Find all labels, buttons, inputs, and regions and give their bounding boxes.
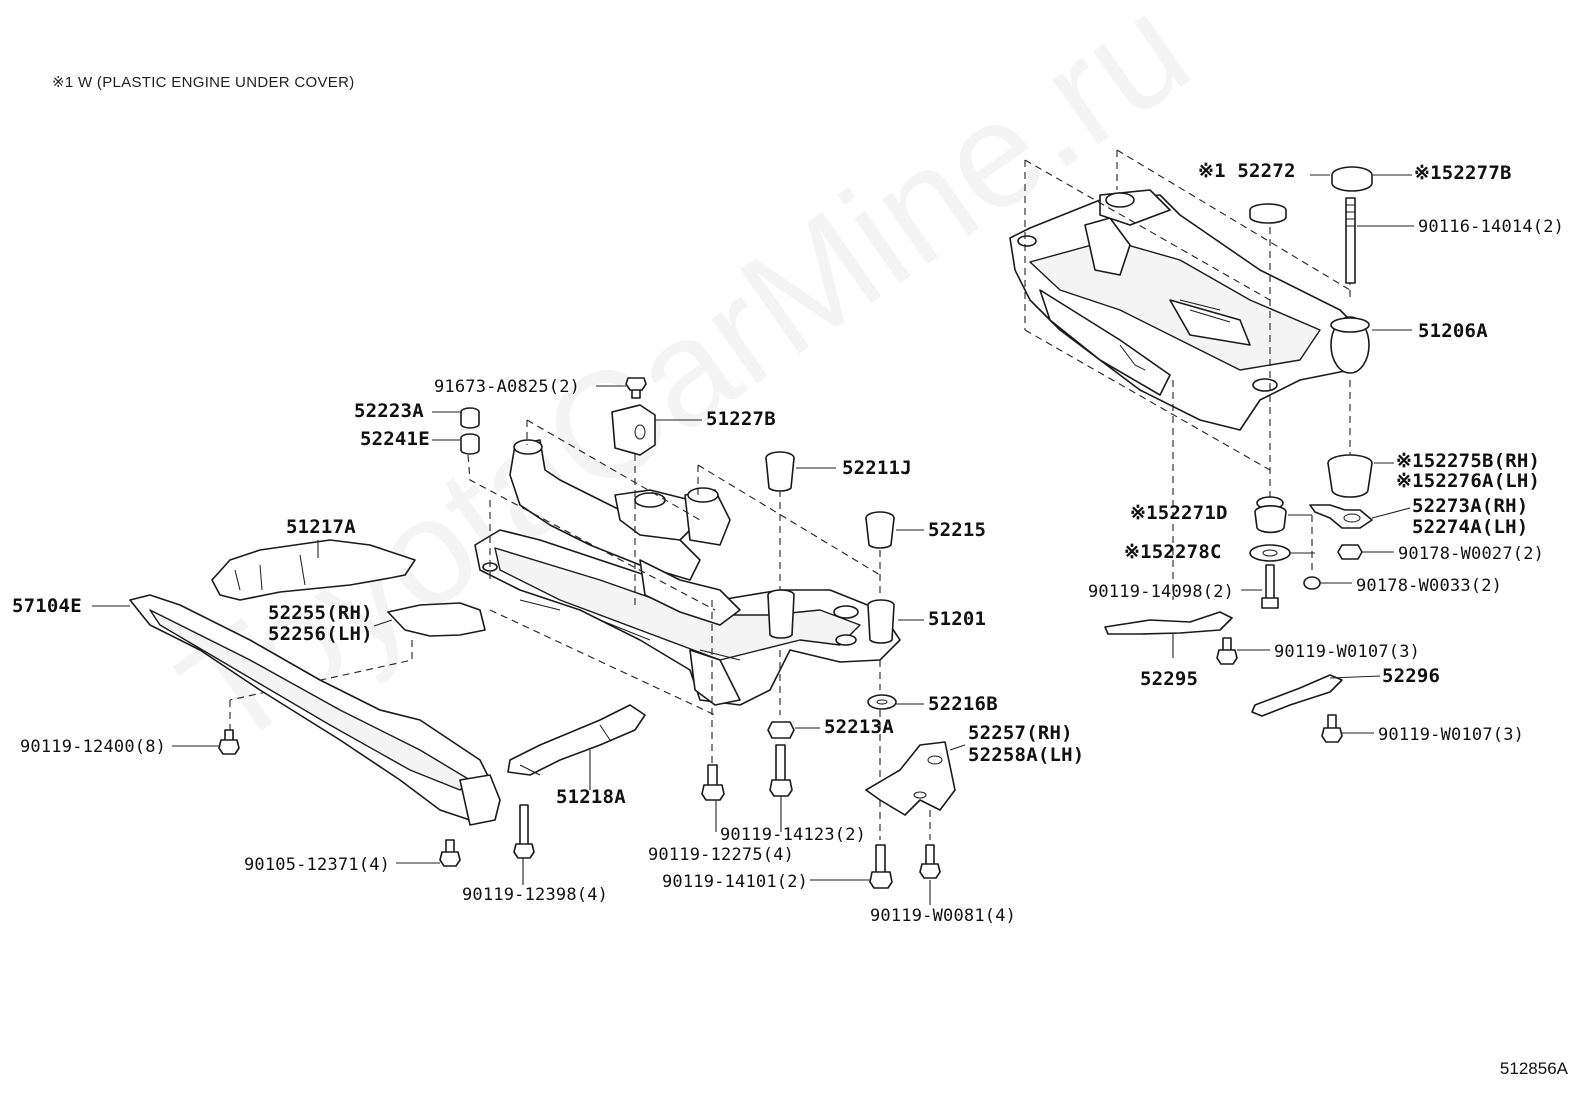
label-90119-12400: 90119-12400(8) bbox=[20, 737, 167, 757]
bracket-51227B bbox=[611, 404, 656, 456]
part-52273A-52274A bbox=[1309, 504, 1373, 529]
label-51217A: 51217A bbox=[286, 516, 356, 538]
brace-51218A bbox=[507, 704, 646, 776]
label-51206A: 51206A bbox=[1418, 320, 1488, 342]
bolt-90119-12400 bbox=[218, 729, 240, 755]
label-51227B: 51227B bbox=[706, 408, 776, 430]
label-57104E: 57104E bbox=[12, 595, 82, 617]
brace-52296 bbox=[1251, 674, 1343, 717]
label-91673-A0825: 91673-A0825(2) bbox=[434, 377, 581, 397]
bracket-52257-52258A bbox=[865, 741, 956, 816]
bolt-91673-A0825 bbox=[625, 377, 647, 399]
label-52295: 52295 bbox=[1140, 668, 1199, 690]
label-52213A: 52213A bbox=[824, 716, 894, 738]
label-52278C: ※152278C bbox=[1124, 541, 1222, 563]
label-90178-W0033: 90178-W0033(2) bbox=[1356, 576, 1503, 596]
label-52256: 52256(LH) bbox=[268, 623, 373, 645]
label-52276A: ※152276A(LH) bbox=[1396, 470, 1541, 492]
part-52272 bbox=[1249, 203, 1287, 224]
label-52296: 52296 bbox=[1382, 665, 1441, 687]
label-52211J: 52211J bbox=[842, 457, 912, 479]
rear-suspension-member-51206A bbox=[1009, 189, 1370, 431]
part-52277B bbox=[1331, 166, 1373, 192]
label-90119-W0081: 90119-W0081(4) bbox=[870, 906, 1017, 926]
bolt-90119-14123 bbox=[769, 744, 793, 797]
label-90105-12371: 90105-12371(4) bbox=[244, 855, 391, 875]
bushing-52215 bbox=[865, 511, 895, 549]
front-suspension-crossmember-51201 bbox=[474, 439, 901, 706]
rear-dashed-lines bbox=[1024, 149, 1351, 600]
member-57104E bbox=[129, 594, 501, 826]
label-51201: 51201 bbox=[928, 608, 987, 630]
bolt-90119-14098 bbox=[1261, 564, 1279, 609]
diagram-note: ※1 W (PLASTIC ENGINE UNDER COVER) bbox=[52, 74, 355, 91]
nut-90178-W0027 bbox=[1337, 544, 1363, 560]
label-52258A: 52258A(LH) bbox=[968, 744, 1085, 766]
label-52271D: ※152271D bbox=[1130, 502, 1228, 524]
label-90116-14014: 90116-14014(2) bbox=[1418, 217, 1565, 237]
bolt-90116-14014 bbox=[1345, 197, 1356, 284]
nut-90178-W0033 bbox=[1303, 576, 1321, 590]
label-90119-14098: 90119-14098(2) bbox=[1088, 582, 1235, 602]
label-90119-12275: 90119-12275(4) bbox=[648, 845, 795, 865]
part-52271D bbox=[1254, 496, 1287, 534]
part-52275B-52276A bbox=[1327, 454, 1373, 498]
label-90119-W0107-a: 90119-W0107(3) bbox=[1274, 642, 1421, 662]
label-52241E: 52241E bbox=[360, 428, 430, 450]
label-90119-14123: 90119-14123(2) bbox=[720, 825, 867, 845]
bolt-90119-W0081 bbox=[919, 844, 941, 879]
label-52255: 52255(RH) bbox=[268, 602, 373, 624]
label-52277B: ※152277B bbox=[1414, 162, 1512, 184]
bushing-52211J bbox=[765, 451, 795, 492]
brace-52295 bbox=[1104, 611, 1233, 635]
label-52274A: 52274A(LH) bbox=[1412, 516, 1529, 538]
bolt-90119-12275 bbox=[701, 764, 725, 801]
nut-52213A bbox=[767, 721, 795, 739]
label-90119-12398: 90119-12398(4) bbox=[462, 885, 609, 905]
brace-51217A bbox=[211, 539, 416, 601]
label-51218A: 51218A bbox=[556, 786, 626, 808]
label-52257: 52257(RH) bbox=[968, 722, 1073, 744]
bolt-90119-W0107-a bbox=[1216, 637, 1238, 665]
plate-52255-52256 bbox=[387, 602, 486, 637]
bolt-90119-12398 bbox=[513, 804, 535, 859]
cushion-52223A bbox=[460, 407, 480, 429]
label-90178-W0027: 90178-W0027(2) bbox=[1398, 544, 1545, 564]
stopper-52216B bbox=[867, 694, 897, 710]
bolt-90105-12371 bbox=[439, 839, 461, 867]
label-52272: ※1 52272 bbox=[1198, 160, 1296, 182]
leader-lines bbox=[92, 174, 1414, 905]
label-90119-W0107-b: 90119-W0107(3) bbox=[1378, 725, 1525, 745]
label-52216B: 52216B bbox=[928, 693, 998, 715]
cushion-52241E bbox=[460, 433, 480, 455]
label-52275B: ※152275B(RH) bbox=[1396, 450, 1541, 472]
illustration-reference-code: 512856A bbox=[1499, 1059, 1568, 1078]
bolt-90119-W0107-b bbox=[1321, 714, 1343, 743]
label-52223A: 52223A bbox=[354, 400, 424, 422]
label-52215: 52215 bbox=[928, 519, 987, 541]
bushing-52213A-upper bbox=[767, 589, 895, 644]
bolt-90119-14101 bbox=[869, 844, 893, 889]
part-52278C bbox=[1249, 544, 1291, 562]
label-90119-14101: 90119-14101(2) bbox=[662, 872, 809, 892]
label-52273A: 52273A(RH) bbox=[1412, 495, 1529, 517]
